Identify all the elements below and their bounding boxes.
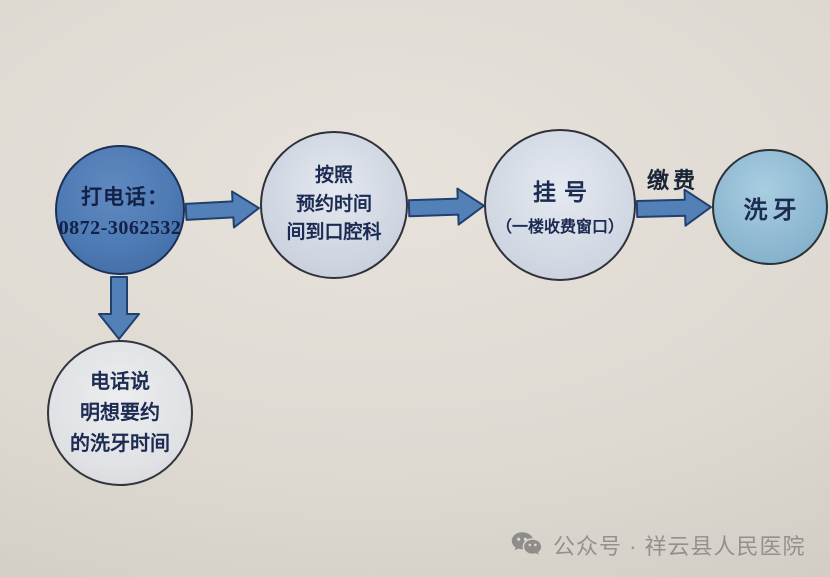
footer-account-text: 公众号 · 祥云县人民医院 — [553, 534, 806, 559]
node-appointment-line2: 预约时间 — [295, 193, 372, 215]
node-teeth-cleaning-label: 洗牙 — [743, 197, 802, 224]
node-teeth-cleaning: 洗牙 — [712, 149, 828, 265]
node-appointment-line3: 间到口腔科 — [286, 222, 382, 244]
node-register: 挂号 （一楼收费窗口） — [484, 129, 636, 281]
node-register-subtitle: （一楼收费窗口） — [495, 219, 624, 236]
edge-label-pay: 缴费 — [646, 168, 699, 193]
node-appointment-time: 按照 预约时间 间到口腔科 — [260, 131, 408, 279]
arrow-appointment-to-register — [407, 187, 485, 226]
node-phone-detail-line2: 明想要约 — [80, 401, 160, 424]
arrow-call-to-phone-detail — [98, 276, 140, 340]
node-appointment-line1: 按照 — [314, 165, 353, 187]
footer-account-credit: 公众号 · 祥云县人民医院 — [509, 528, 806, 562]
node-call-phone: 打电话： 0872-3062532 — [55, 145, 185, 275]
arrow-call-to-appointment — [184, 190, 260, 229]
node-phone-detail-line3: 的洗牙时间 — [70, 432, 170, 455]
node-call-phone-label: 打电话： — [81, 184, 169, 209]
node-phone-detail-line1: 电话说 — [90, 370, 150, 393]
node-phone-detail: 电话说 明想要约 的洗牙时间 — [47, 340, 193, 486]
arrow-register-to-cleaning — [635, 188, 712, 227]
node-call-phone-number: 0872-3062532 — [58, 216, 182, 239]
wechat-icon — [511, 532, 542, 555]
node-register-title: 挂号 — [533, 180, 595, 205]
